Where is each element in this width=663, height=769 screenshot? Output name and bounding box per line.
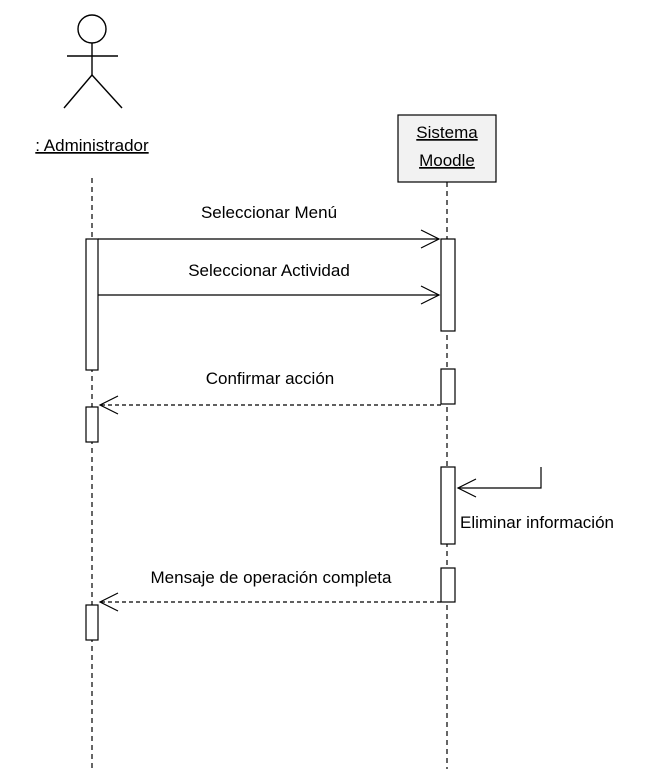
activation-sistema-2 xyxy=(440,368,456,405)
arrowhead-2-icon xyxy=(420,285,441,305)
message-label-3: Confirmar acción xyxy=(206,369,335,388)
activation-administrador-3 xyxy=(85,604,99,641)
message-label-4: Eliminar información xyxy=(460,513,614,532)
object-label-sistema-line2: Moodle xyxy=(419,151,475,170)
arrowhead-5-icon xyxy=(98,592,119,612)
actor-label-administrador: : Administrador xyxy=(35,136,149,155)
object-label-sistema-line1: Sistema xyxy=(416,123,478,142)
self-message-arrow-4 xyxy=(458,467,542,489)
activation-administrador-1 xyxy=(85,238,99,371)
actor-stick-figure-icon xyxy=(63,14,123,109)
activation-sistema-1 xyxy=(440,238,456,332)
message-label-5: Mensaje de operación completa xyxy=(151,568,393,587)
activation-administrador-2 xyxy=(85,406,99,443)
object-box-sistema-moodle xyxy=(397,114,497,183)
activation-sistema-3 xyxy=(440,466,456,545)
arrowhead-4-icon xyxy=(456,478,477,498)
message-label-1: Seleccionar Menú xyxy=(201,203,337,222)
arrowhead-1-icon xyxy=(420,229,441,249)
arrowhead-3-icon xyxy=(98,395,119,415)
activation-sistema-4 xyxy=(440,567,456,603)
message-label-2: Seleccionar Actividad xyxy=(188,261,350,280)
